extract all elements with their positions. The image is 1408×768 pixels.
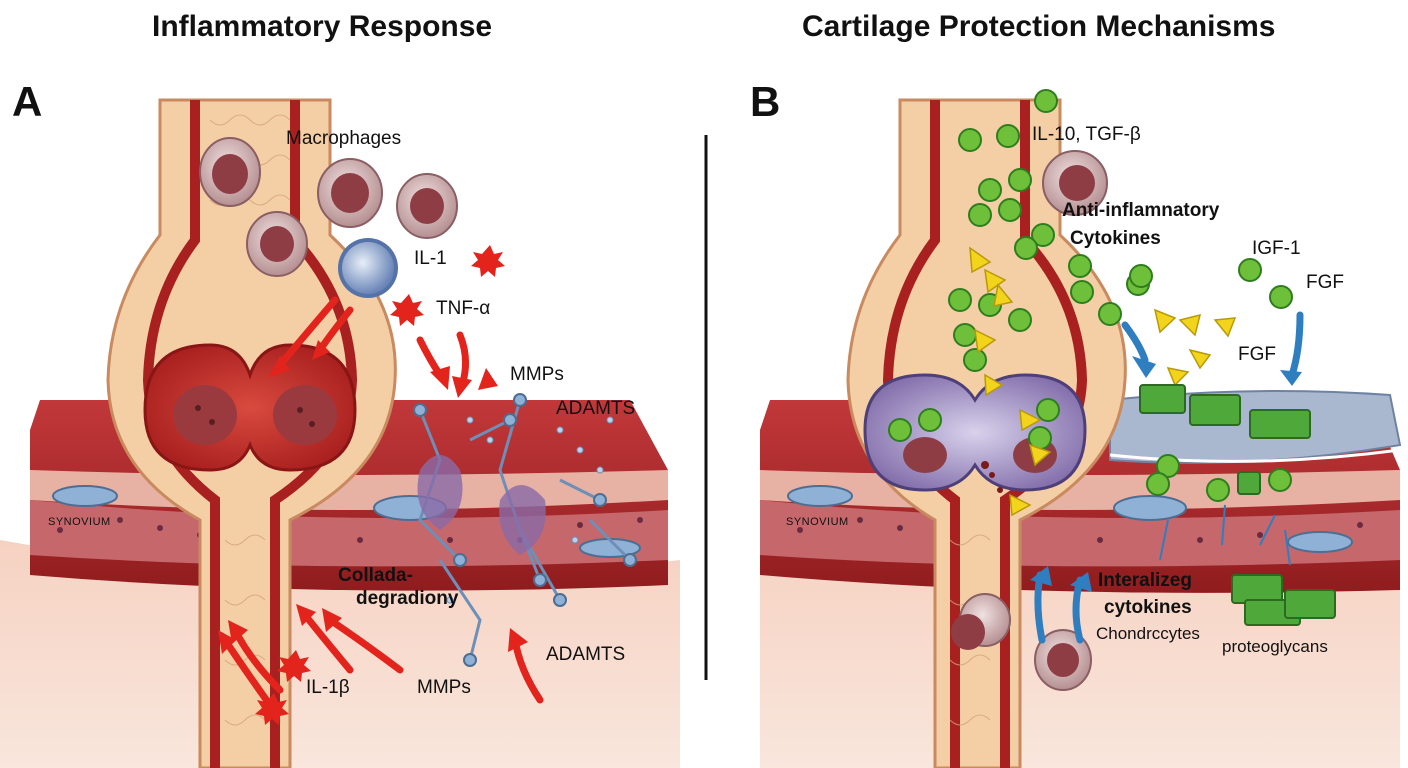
label-adamts-top: ADAMTS: [556, 398, 636, 419]
panel-b-illustration: [760, 89, 1402, 768]
label-anti-inflammatory-line1: Anti-inflamnatory: [1062, 200, 1220, 221]
macrophage-cells-b: [951, 150, 1108, 691]
label-collagen-line1: Collada-: [338, 565, 413, 586]
enzyme-network: [418, 399, 632, 661]
pathogen-particle: [338, 238, 398, 298]
yellow-particles: [969, 246, 1237, 517]
panel-a-illustration: [0, 98, 680, 768]
dividing-cell-a: [143, 343, 357, 472]
panel-a-title: Inflammatory Response: [152, 10, 493, 43]
label-internal-line1: Interalizeg: [1098, 570, 1192, 591]
label-igf1: IGF-1: [1252, 238, 1301, 259]
proteoglycan-blocks: [1139, 384, 1336, 626]
label-mmps-top: MMPs: [510, 364, 564, 385]
label-proteoglycans: proteoglycans: [1222, 637, 1328, 656]
cytokine-stars: [255, 245, 505, 725]
label-internal-line2: cytokines: [1104, 597, 1192, 618]
label-il10-tgf: IL-10, TGF-β: [1032, 124, 1141, 145]
label-adamts-bottom: ADAMTS: [546, 644, 626, 665]
label-chondrocytes: Chondrccytes: [1096, 624, 1200, 643]
label-il1b: IL-1β: [306, 677, 350, 698]
label-fgf-right: FGF: [1306, 272, 1344, 293]
anti-inflammatory-particles: [888, 89, 1293, 502]
label-macrophages: Macrophages: [286, 128, 402, 149]
label-fgf-mid: FGF: [1238, 344, 1276, 365]
label-collagen-line2: degradiony: [356, 588, 459, 609]
label-synovium-a: SYNOVIUM: [48, 516, 111, 528]
panel-b-letter: B: [750, 78, 781, 125]
macrophage-cells: [199, 137, 458, 277]
label-mmps-bottom: MMPs: [417, 677, 471, 698]
panel-b-title: Cartilage Protection Mechanisms: [802, 10, 1276, 43]
label-anti-inflammatory-line2: Cytokines: [1070, 228, 1161, 249]
label-il1: IL-1: [414, 248, 447, 269]
label-synovium-b: SYNOVIUM: [786, 516, 849, 528]
panel-a-letter: A: [12, 78, 43, 125]
dividing-cell-b: [863, 373, 1087, 493]
label-tnf: TNF-α: [436, 298, 491, 319]
